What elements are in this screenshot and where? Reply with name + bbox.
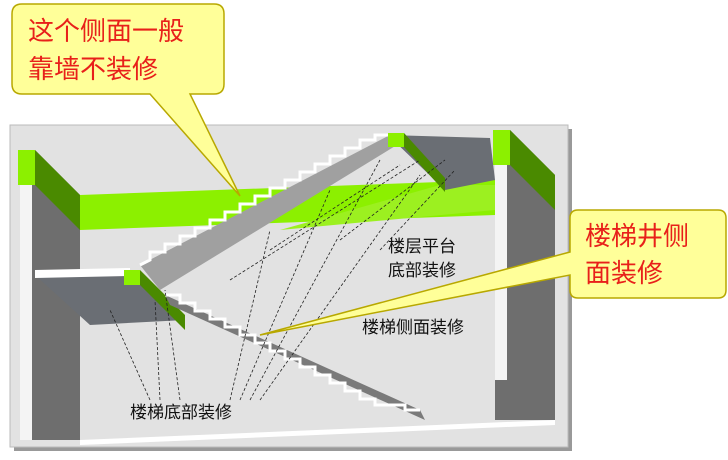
- lower-landing-green-top: [124, 270, 140, 285]
- wall-side-callout-line1: 这个侧面一般: [28, 17, 184, 47]
- upper-landing-green-side: [404, 133, 445, 192]
- leader-lines: [109, 159, 456, 401]
- wall-side-callout: 这个侧面一般 靠墙不装修: [11, 3, 241, 197]
- stairwell-side-callout-line1: 楼梯井侧: [585, 222, 689, 252]
- stairwell-side-callout: 楼梯井侧 面装修: [259, 209, 727, 336]
- right-wall-green-side: [510, 130, 555, 210]
- upper-flight-steps: [139, 133, 390, 267]
- stair-bottom-label: 楼梯底部装修: [130, 403, 232, 423]
- left-wall: [20, 150, 80, 440]
- wall-side-callout-line2: 靠墙不装修: [28, 55, 158, 85]
- upper-flight-underside: [140, 135, 405, 290]
- lower-flight-steps: [165, 293, 420, 412]
- left-wall-face: [20, 185, 32, 440]
- upper-landing-green-top: [388, 133, 404, 147]
- left-wall-green-top: [18, 150, 35, 185]
- stairwell-side-callout-line2: 面装修: [585, 259, 663, 289]
- left-wall-green-side: [35, 150, 80, 230]
- upper-floor-green-band: [280, 185, 495, 230]
- landing-bottom-label-line2: 底部装修: [388, 261, 456, 281]
- floor-edge: [80, 420, 555, 445]
- lower-landing-bottom: [35, 270, 185, 325]
- right-wall-green-top: [493, 130, 510, 165]
- lower-landing-edge: [35, 268, 130, 278]
- landing-bottom-label-line1: 楼层平台: [388, 237, 456, 257]
- stair-side-label: 楼梯侧面装修: [362, 318, 464, 338]
